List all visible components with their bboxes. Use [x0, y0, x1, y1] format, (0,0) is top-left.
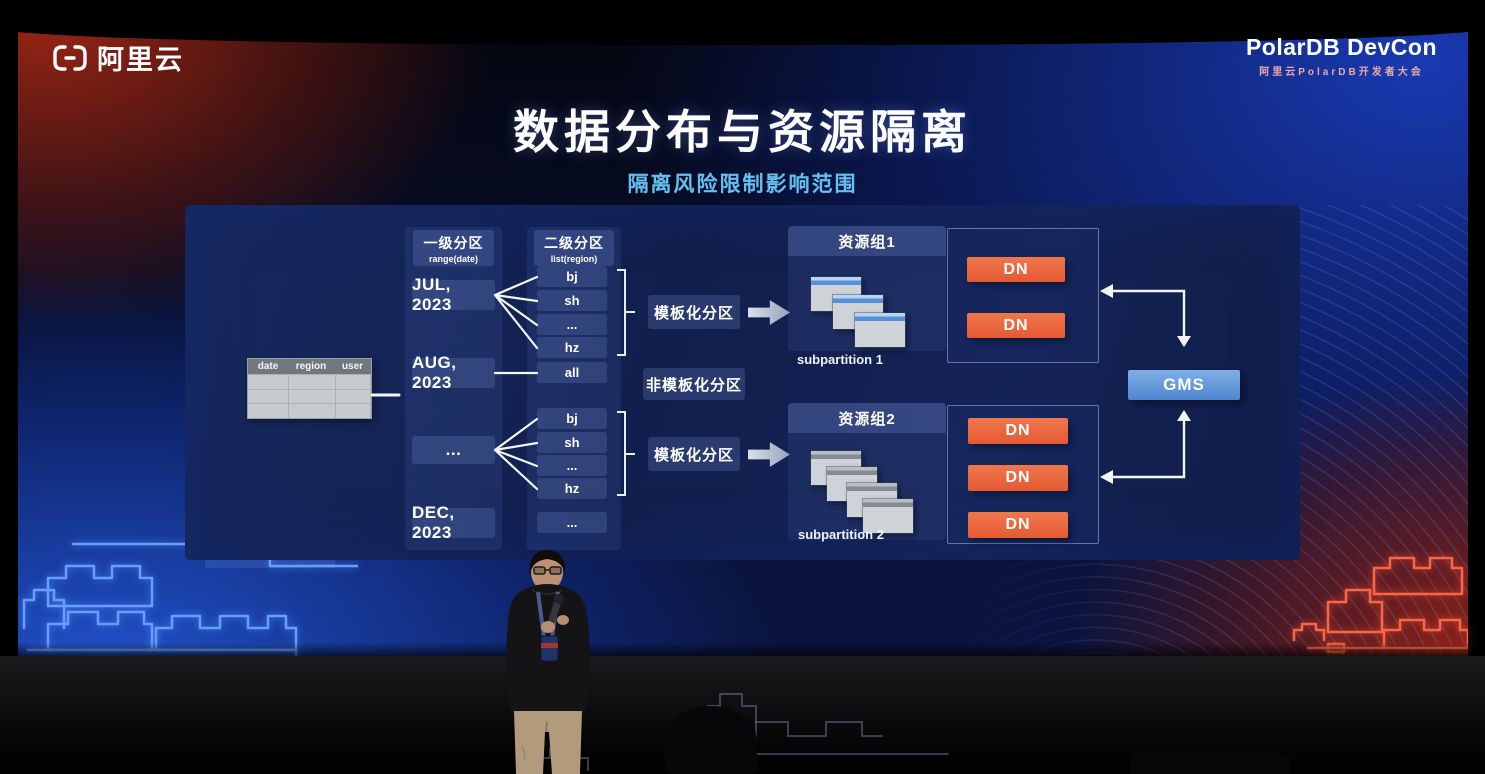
screen-top-curve-mask — [0, 0, 1485, 45]
diagram-panel: date region user 一级分区 range(date) JUL, 2… — [185, 205, 1300, 560]
alibaba-cloud-logo: 阿里云 — [52, 38, 184, 77]
partition-jul-2023: JUL, 2023 — [412, 275, 495, 314]
resource-group-1-panel: 资源组1 — [788, 226, 946, 351]
presenter-silhouette — [505, 550, 591, 774]
subpartition-bj-2: bj — [537, 408, 607, 429]
col-user: user — [341, 361, 364, 372]
red-brick-decoration — [1292, 556, 1468, 654]
level2-title: 二级分区 — [544, 234, 604, 251]
dn-node: DN — [968, 512, 1068, 538]
dn-node: DN — [968, 465, 1068, 491]
event-title: PolarDB DevCon — [1245, 34, 1437, 60]
subpartition-1-caption: subpartition 1 — [797, 352, 883, 367]
event-brand: PolarDB DevCon 阿里云PolarDB开发者大会 — [1246, 34, 1437, 78]
resource-group-2-panel: 资源组2 — [788, 403, 946, 540]
audience-silhouette — [1130, 748, 1290, 774]
partition-aug-2023: AUG, 2023 — [412, 353, 495, 392]
level2-partition-column — [527, 227, 621, 550]
slide-title: 数据分布与资源隔离 — [513, 106, 972, 158]
subpartition-sh-2: sh — [537, 432, 607, 453]
subpartition-hz-2: hz — [537, 478, 607, 499]
table-row — [248, 374, 371, 389]
window-icon — [854, 312, 906, 348]
templated-partition-label-top: 模板化分区 — [648, 295, 740, 329]
right-block-arrow-bottom — [748, 442, 790, 467]
dn-node: DN — [968, 418, 1068, 444]
subpartition-dots: ... — [537, 314, 607, 335]
window-icon — [862, 498, 914, 534]
subpartition-sh: sh — [537, 290, 607, 311]
subpartition-dots-2: ... — [537, 455, 607, 476]
level1-title: 一级分区 — [423, 234, 484, 251]
source-table: date region user — [247, 358, 372, 419]
resource-group-1-title: 资源组1 — [788, 226, 946, 256]
col-region: region — [295, 361, 327, 372]
gms-node: GMS — [1128, 370, 1240, 400]
table-row — [248, 388, 371, 404]
level1-subtitle: range(date) — [428, 253, 478, 264]
subpartition-all: all — [537, 362, 607, 383]
partition-dec-2023: DEC, 2023 — [412, 503, 495, 542]
partition-ellipsis: ... — [412, 436, 495, 464]
subpartition-hz: hz — [537, 337, 607, 358]
resource-group-2-title: 资源组2 — [788, 403, 946, 433]
right-block-arrow-top — [748, 300, 790, 325]
table-row — [248, 403, 371, 419]
audience-head-silhouette — [665, 706, 757, 774]
non-templated-partition-label: 非模板化分区 — [643, 368, 745, 400]
col-date: date — [257, 361, 279, 372]
templated-partition-label-bottom: 模板化分区 — [648, 437, 740, 471]
level2-subtitle: list(region) — [550, 253, 598, 264]
subpartition-tail-dots: ... — [537, 512, 607, 533]
level1-header: 一级分区 range(date) — [413, 230, 494, 266]
alibaba-cloud-bracket-icon — [53, 44, 87, 71]
slide-subtitle: 隔离风险限制影响范围 — [627, 173, 858, 196]
alibaba-cloud-wordmark: 阿里云 — [97, 45, 184, 75]
dn-node: DN — [967, 257, 1065, 282]
subpartition-2-caption: subpartition 2 — [798, 527, 884, 542]
dn-node: DN — [967, 313, 1065, 338]
level1-partition-column — [405, 227, 502, 550]
screen-bottom-edge — [18, 642, 1468, 658]
subpartition-bj: bj — [537, 266, 607, 287]
dn-container-1 — [947, 228, 1099, 363]
source-table-header: date region user — [248, 359, 371, 374]
level2-header: 二级分区 list(region) — [534, 230, 614, 266]
event-subtitle: 阿里云PolarDB开发者大会 — [1259, 67, 1424, 78]
